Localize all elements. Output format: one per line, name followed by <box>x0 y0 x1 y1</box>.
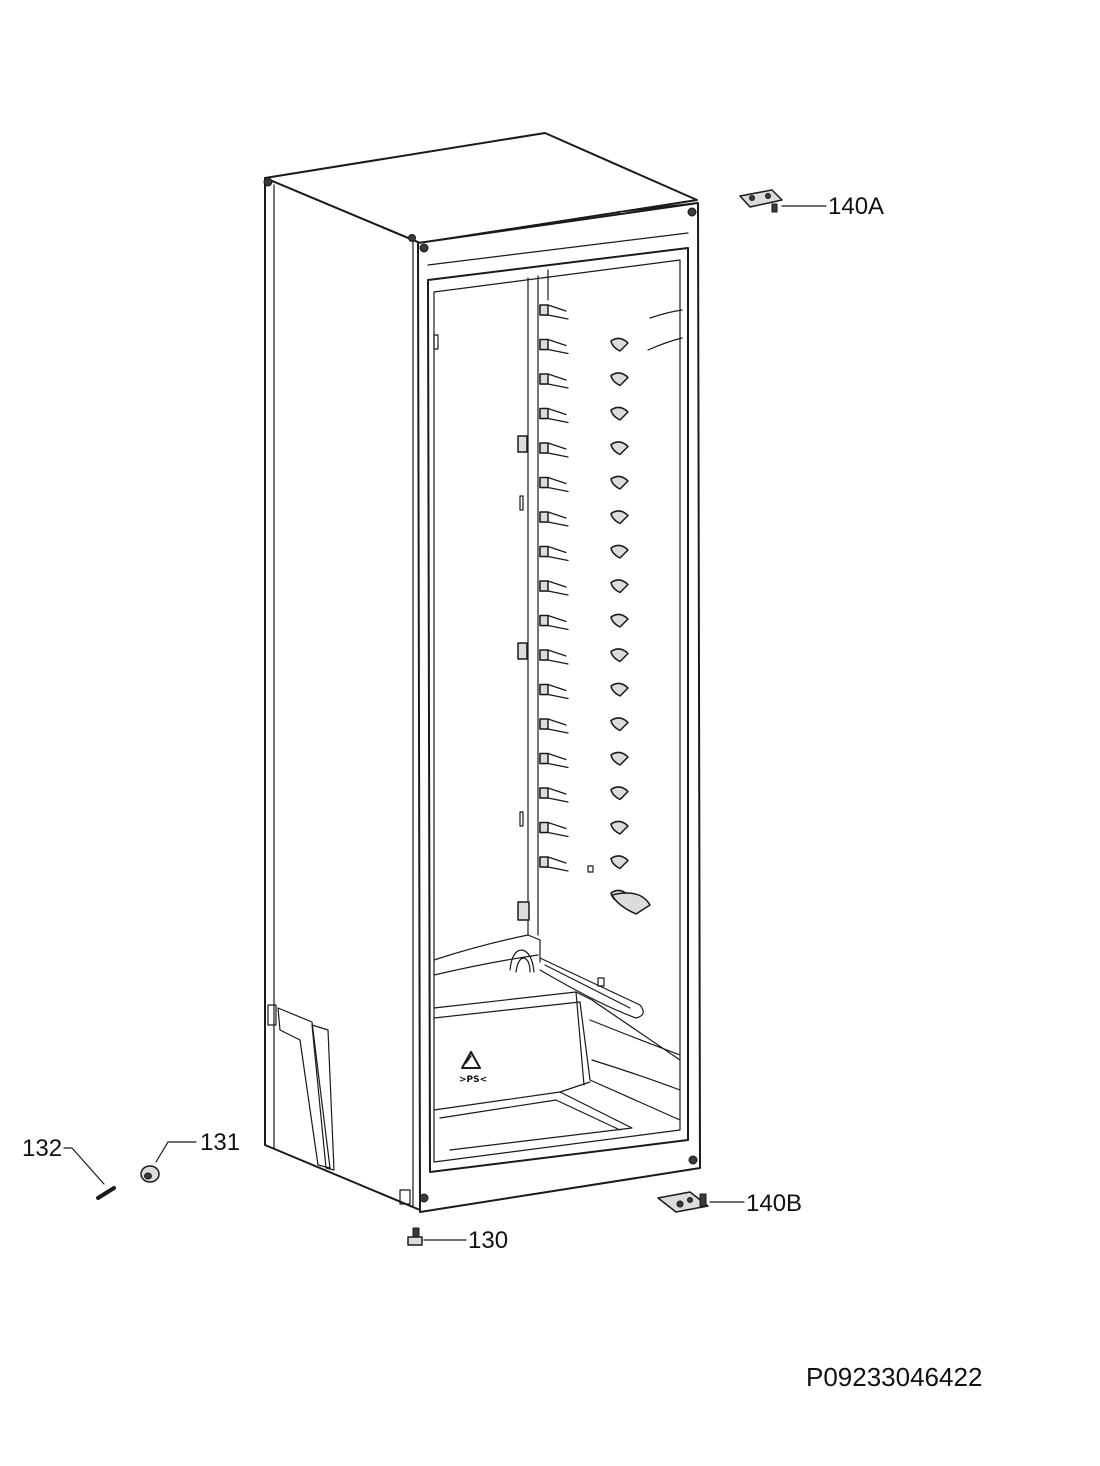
shelf-tab-right <box>610 372 629 387</box>
shelf-support-tab <box>539 856 549 868</box>
label-132: 132 <box>22 1135 62 1162</box>
shelf-support-tab <box>539 787 549 799</box>
shelf-tab-right <box>610 648 629 663</box>
label-131: 131 <box>200 1129 240 1156</box>
recycle-icon: >PS< <box>459 1051 487 1085</box>
shelf-support-tab <box>539 718 549 730</box>
shelf-tab-right <box>610 855 629 870</box>
shelf-tab-right <box>610 751 629 766</box>
shelf-support-tab <box>539 476 549 489</box>
shelf-tab-right <box>610 510 629 525</box>
part-140a-hinge: 140A <box>739 189 884 220</box>
shelf-support-tab <box>539 373 549 385</box>
part-130-foot: 130 <box>407 1227 508 1254</box>
label-140b: 140B <box>746 1190 802 1217</box>
recycle-mark: >PS< <box>459 1075 487 1085</box>
label-140a: 140A <box>828 193 884 220</box>
shelf-tab-right <box>610 613 629 628</box>
document-id: P09233046422 <box>806 1362 982 1392</box>
shelf-tab-right <box>610 475 629 490</box>
shelf-tab-right <box>610 337 629 352</box>
small-clip <box>587 865 594 873</box>
fridge-cabinet <box>263 132 701 1213</box>
part-140b-hinge: 140B <box>657 1190 802 1217</box>
shelf-support-tab <box>539 649 549 661</box>
shelf-support-tab <box>539 683 549 696</box>
part-131-bushing: 131 <box>140 1129 240 1183</box>
shelf-support-tab <box>539 407 549 420</box>
part-132-pin: 132 <box>22 1135 116 1200</box>
shelf-support-tab <box>539 442 549 454</box>
shelf-support-tab <box>539 545 549 558</box>
shelf-tab-right <box>610 682 629 697</box>
shelf-tab-right <box>610 820 629 835</box>
shelf-tab-bottom <box>611 892 651 915</box>
shelf-tab-right <box>610 717 629 732</box>
interior-bottom <box>433 934 681 1151</box>
shelf-tab-right <box>610 579 629 594</box>
shelf-support-tab <box>539 821 549 834</box>
shelf-tab-right <box>610 441 629 456</box>
shelf-tab-right <box>610 406 629 421</box>
shelf-supports <box>539 304 651 915</box>
shelf-support-tab <box>539 614 549 627</box>
label-130: 130 <box>468 1227 508 1254</box>
shelf-support-tab <box>539 338 549 351</box>
shelf-tab-right <box>610 786 629 801</box>
shelf-tab-right <box>610 544 629 559</box>
shelf-support-tab <box>539 304 549 316</box>
shelf-support-tab <box>539 580 549 592</box>
shelf-support-tab <box>539 511 549 523</box>
shelf-support-tab <box>539 752 549 765</box>
